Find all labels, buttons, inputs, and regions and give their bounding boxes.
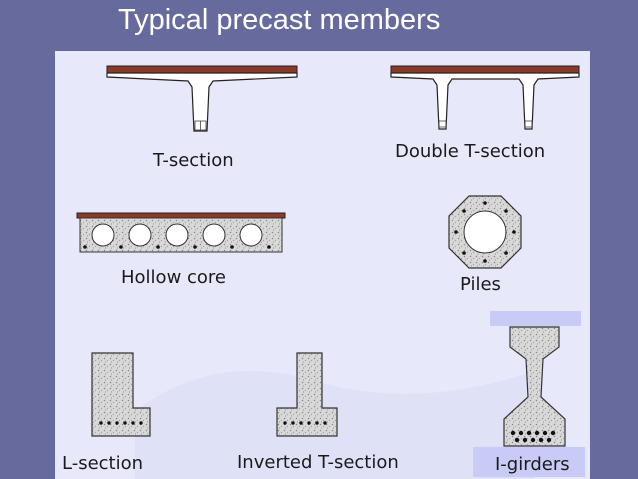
double-t-section-drawing [390, 65, 580, 130]
i-girder-drawing [503, 326, 566, 447]
caption-double-t-section: Double T-section [395, 141, 546, 162]
l-section-drawing [91, 352, 151, 437]
piles-drawing [448, 195, 522, 269]
caption-t-section: T-section [153, 150, 234, 171]
label-highlight [490, 311, 581, 326]
members-drawing [76, 65, 580, 479]
slide-title: Typical precast members [118, 4, 441, 36]
caption-l-section: L-section [62, 453, 144, 474]
label-highlight [473, 447, 585, 477]
inverted-t-section-drawing [276, 352, 338, 437]
caption-hollow-core: Hollow core [121, 267, 226, 288]
caption-inverted-t-section: Inverted T-section [237, 452, 399, 473]
hollow-core-drawing [76, 212, 286, 253]
caption-i-girders: I-girders [495, 454, 570, 475]
caption-piles: Piles [460, 274, 501, 295]
t-section-drawing [106, 65, 298, 132]
members-panel: T-section Double T-section Hollow core P… [55, 51, 590, 479]
